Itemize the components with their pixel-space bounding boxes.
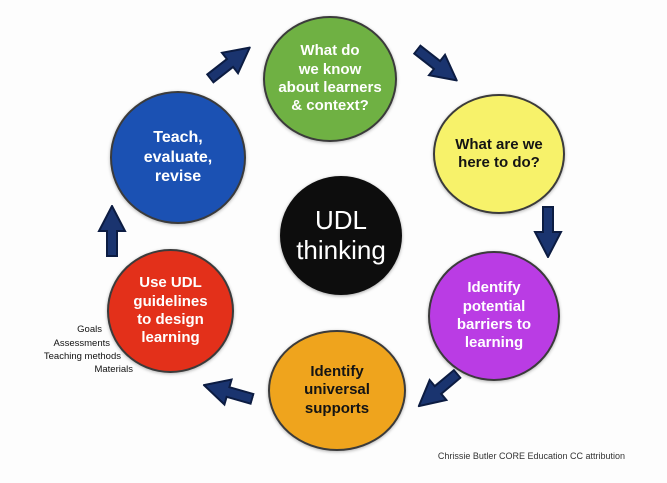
node-line: learning xyxy=(141,329,200,347)
node-what-are-we-here-to-do: What are we here to do? xyxy=(433,94,565,214)
node-label: Teach, evaluate, revise xyxy=(144,128,212,187)
node-line: potential xyxy=(462,297,526,315)
node-teach-evaluate-revise: Teach, evaluate, revise xyxy=(110,91,246,224)
center-node-label: UDL thinking xyxy=(296,204,386,266)
node-line: revise xyxy=(154,168,202,186)
arrow-supports-to-guidelines-icon xyxy=(201,378,255,407)
node-line: barriers to xyxy=(456,316,532,333)
node-line: Identify xyxy=(467,279,521,297)
node-line: we know xyxy=(298,60,362,78)
node-line: UDL xyxy=(314,204,367,235)
arrow-teach-to-learners-icon xyxy=(205,46,252,84)
node-identify-barriers: Identify potential barriers to learning xyxy=(428,251,560,381)
node-line: supports xyxy=(304,399,370,417)
node-use-udl-guidelines: Use UDL guidelines to design learning xyxy=(107,249,234,373)
side-label-teaching-methods: Teaching methods xyxy=(43,351,121,362)
node-label: Identify universal supports xyxy=(304,363,370,418)
node-line: Teach, xyxy=(153,129,203,147)
node-line: Use UDL xyxy=(139,274,202,292)
node-line: What do xyxy=(300,42,360,60)
arrow-guidelines-to-teach-icon xyxy=(97,205,127,257)
node-learners-context: What do we know about learners & context… xyxy=(263,16,397,142)
arrow-learners-to-purpose-icon xyxy=(412,44,459,82)
side-label-goals: Goals xyxy=(77,324,102,335)
node-line: universal xyxy=(304,381,370,399)
node-identify-universal-supports: Identify universal supports xyxy=(268,330,406,451)
arrow-purpose-to-barriers-icon xyxy=(533,206,563,258)
arrow-barriers-to-supports-icon xyxy=(417,368,462,408)
node-line: Identify xyxy=(310,363,364,381)
center-node-udl-thinking: UDL thinking xyxy=(280,176,402,295)
node-line: evaluate, xyxy=(143,148,213,166)
node-line: & context? xyxy=(291,97,369,115)
node-label: Identify potential barriers to learning xyxy=(457,279,531,352)
attribution-text: Chrissie Butler CORE Education CC attrib… xyxy=(437,451,625,461)
node-label: What do we know about learners & context… xyxy=(278,42,381,115)
node-line: What are we xyxy=(455,135,543,153)
side-label-materials: Materials xyxy=(94,364,133,375)
side-label-assessments: Assessments xyxy=(53,338,111,349)
node-label: What are we here to do? xyxy=(455,136,543,173)
node-line: to design xyxy=(137,311,204,328)
node-line: guidelines xyxy=(133,292,208,310)
node-line: here to do? xyxy=(458,154,540,171)
node-label: Use UDL guidelines to design learning xyxy=(133,274,207,347)
node-line: learning xyxy=(464,334,524,352)
node-line: about learners xyxy=(278,79,382,96)
node-line: thinking xyxy=(296,234,386,265)
